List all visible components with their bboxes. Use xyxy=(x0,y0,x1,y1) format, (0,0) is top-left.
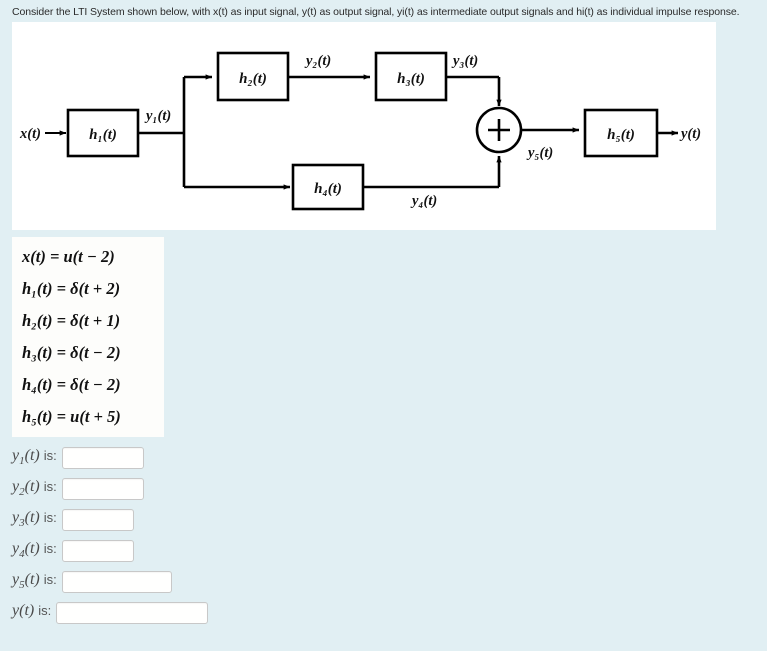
block-h3 xyxy=(374,51,448,102)
answer-label-y: y(t) is: xyxy=(12,602,52,620)
label-signal-y2: y₂(t) xyxy=(304,53,331,69)
label-block-h3: h₃(t) xyxy=(397,71,425,87)
label-signal-y4: y₄(t) xyxy=(410,193,437,209)
label-signal-y5: y₅(t) xyxy=(526,145,553,161)
equation-h4: h₄(t) = δ(t − 2) xyxy=(22,375,121,394)
wire-y3 xyxy=(446,75,502,107)
summing-junction xyxy=(475,106,523,154)
label-block-h2: h₂(t) xyxy=(239,71,267,87)
lti-block-diagram-svg: x(t) h₁(t) h₂(t) h₃(t) h₄(t) h₅(t) y(t) … xyxy=(19,51,701,211)
answer-row-y5: y5(t) is: xyxy=(12,566,208,597)
answer-label-y4: y4(t) is: xyxy=(12,540,57,561)
equation-x: x(t) = u(t − 2) xyxy=(22,247,115,266)
answer-fields-list: y1(t) is: y2(t) is: y3(t) is: y4(t) is: … xyxy=(12,442,209,628)
label-block-h4: h₄(t) xyxy=(314,181,342,197)
answer-input-y5[interactable] xyxy=(61,570,172,593)
answer-input-y[interactable] xyxy=(56,601,209,624)
equation-h2: h₂(t) = δ(t + 1) xyxy=(22,311,121,330)
block-h4 xyxy=(291,163,365,211)
answer-label-y3: y3(t) is: xyxy=(12,509,57,530)
answer-label-y1: y1(t) is: xyxy=(12,447,57,468)
label-output-y: y(t) xyxy=(679,126,701,142)
equation-h5: h₅(t) = u(t + 5) xyxy=(22,407,121,426)
answer-label-y5: y5(t) is: xyxy=(12,571,57,592)
label-signal-y1: y₁(t) xyxy=(144,108,171,124)
answer-row-y: y(t) is: xyxy=(12,597,209,628)
answer-input-y4[interactable] xyxy=(61,539,134,562)
answer-row-y4: y4(t) is: xyxy=(12,535,208,566)
answer-row-y3: y3(t) is: xyxy=(12,504,208,535)
label-input-x: x(t) xyxy=(19,126,41,142)
given-equations-panel: x(t) = u(t − 2) h₁(t) = δ(t + 2) h₂(t) =… xyxy=(12,237,164,437)
equation-h3: h₃(t) = δ(t − 2) xyxy=(22,343,121,362)
question-prompt: Consider the LTI System shown below, wit… xyxy=(12,6,740,18)
answer-row-y2: y2(t) is: xyxy=(12,473,208,504)
label-signal-y3: y₃(t) xyxy=(451,53,478,69)
equation-h1: h₁(t) = δ(t + 2) xyxy=(22,279,121,298)
wire-y4 xyxy=(363,155,502,189)
answer-input-y3[interactable] xyxy=(61,508,134,531)
block-diagram-panel: x(t) h₁(t) h₂(t) h₃(t) h₄(t) h₅(t) y(t) … xyxy=(12,22,716,230)
answer-row-y1: y1(t) is: xyxy=(12,442,208,473)
answer-label-y2: y2(t) is: xyxy=(12,478,57,499)
label-block-h5: h₅(t) xyxy=(607,127,635,143)
wire-y1 xyxy=(138,74,291,190)
answer-input-y2[interactable] xyxy=(61,477,144,500)
answer-input-y1[interactable] xyxy=(61,446,144,469)
label-block-h1: h₁(t) xyxy=(89,127,117,143)
